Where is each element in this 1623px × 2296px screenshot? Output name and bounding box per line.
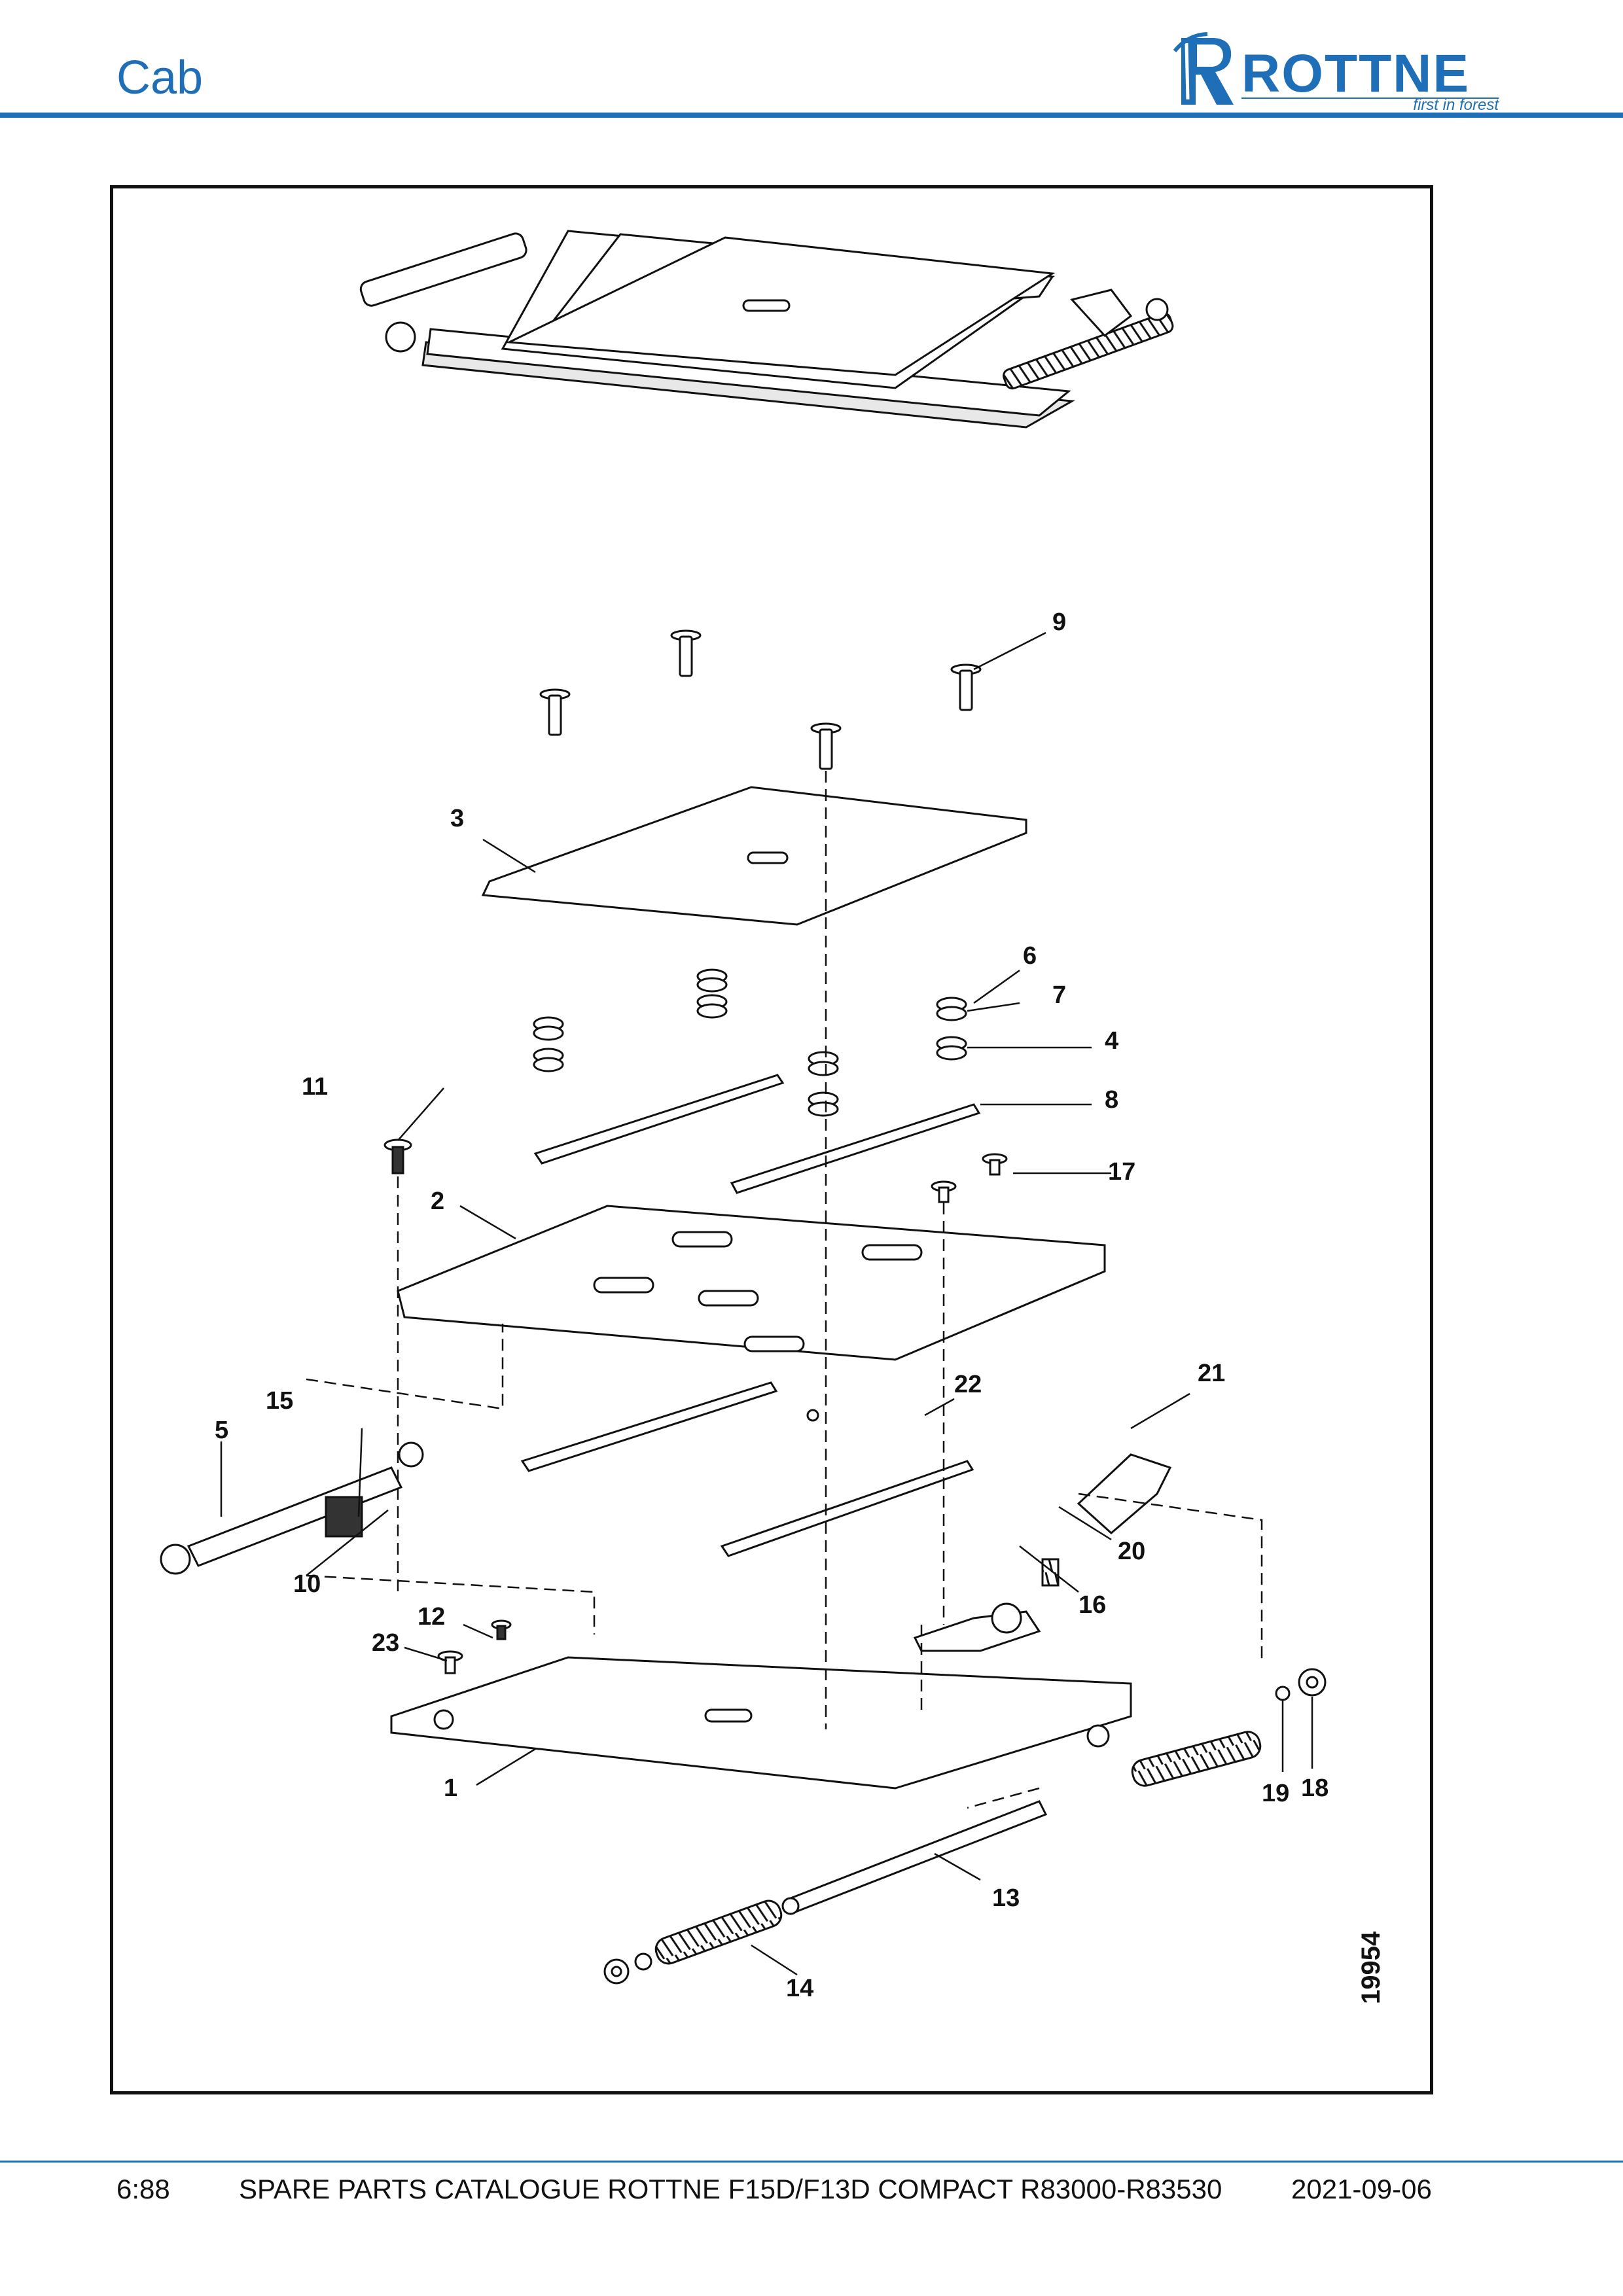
callout-22: 22 bbox=[954, 1371, 982, 1398]
callout-6: 6 bbox=[1023, 942, 1037, 970]
logo-tagline: first in forest bbox=[1413, 96, 1499, 113]
assembly-lines bbox=[306, 771, 1263, 1809]
callout-labels: 9 3 6 7 4 8 11 2 17 21 22 15 5 10 20 16 … bbox=[215, 609, 1329, 2002]
callout-15: 15 bbox=[266, 1387, 293, 1415]
gas-spring bbox=[160, 1441, 424, 1575]
rubber-dampers bbox=[533, 968, 967, 1117]
callout-4: 4 bbox=[1105, 1027, 1118, 1055]
slide-plate bbox=[397, 1205, 1106, 1361]
exploded-view-diagram: 9 3 6 7 4 8 11 2 17 21 22 15 5 10 20 16 … bbox=[160, 230, 1385, 2004]
drawing-number: 19954 bbox=[1357, 1931, 1385, 2004]
callout-14: 14 bbox=[786, 1975, 813, 2002]
callout-21: 21 bbox=[1198, 1360, 1225, 1387]
base-plate bbox=[390, 1656, 1132, 1790]
callout-19: 19 bbox=[1262, 1780, 1289, 1807]
page-title: Cab bbox=[116, 52, 204, 104]
rottne-logo: ROTTNE first in forest bbox=[1173, 32, 1499, 113]
callout-5: 5 bbox=[215, 1417, 228, 1444]
callout-16: 16 bbox=[1079, 1591, 1106, 1619]
callout-3: 3 bbox=[450, 805, 464, 832]
callout-7: 7 bbox=[1052, 981, 1066, 1009]
callout-1: 1 bbox=[444, 1775, 457, 1802]
footer-rule bbox=[0, 2161, 1623, 2163]
callout-17: 17 bbox=[1108, 1158, 1135, 1186]
rack-strips bbox=[520, 1074, 981, 1557]
callout-18: 18 bbox=[1301, 1775, 1329, 1802]
spring-right bbox=[1131, 1668, 1327, 1787]
callout-11: 11 bbox=[302, 1073, 328, 1101]
callout-2: 2 bbox=[431, 1188, 444, 1215]
logo-wordmark: ROTTNE bbox=[1241, 44, 1470, 103]
catalogue-title: SPARE PARTS CATALOGUE ROTTNE F15D/F13D C… bbox=[239, 2174, 1222, 2204]
countersunk-screws bbox=[539, 629, 982, 770]
leader-lines bbox=[220, 631, 1313, 1976]
adjust-lever bbox=[913, 1453, 1172, 1652]
page-number: 6:88 bbox=[116, 2174, 170, 2204]
header-rule bbox=[0, 113, 1623, 118]
callout-20: 20 bbox=[1118, 1538, 1145, 1565]
assembled-slide bbox=[359, 230, 1174, 429]
callout-9: 9 bbox=[1052, 609, 1066, 636]
logo-mark bbox=[1173, 32, 1234, 105]
callout-12: 12 bbox=[418, 1603, 445, 1631]
diagram-frame bbox=[110, 185, 1433, 2094]
catalogue-date: 2021-09-06 bbox=[1291, 2174, 1432, 2204]
rod-and-spring bbox=[603, 1800, 1048, 1985]
callout-23: 23 bbox=[372, 1629, 399, 1657]
callout-13: 13 bbox=[992, 1884, 1020, 1912]
callout-10: 10 bbox=[293, 1570, 321, 1598]
callout-8: 8 bbox=[1105, 1086, 1118, 1114]
